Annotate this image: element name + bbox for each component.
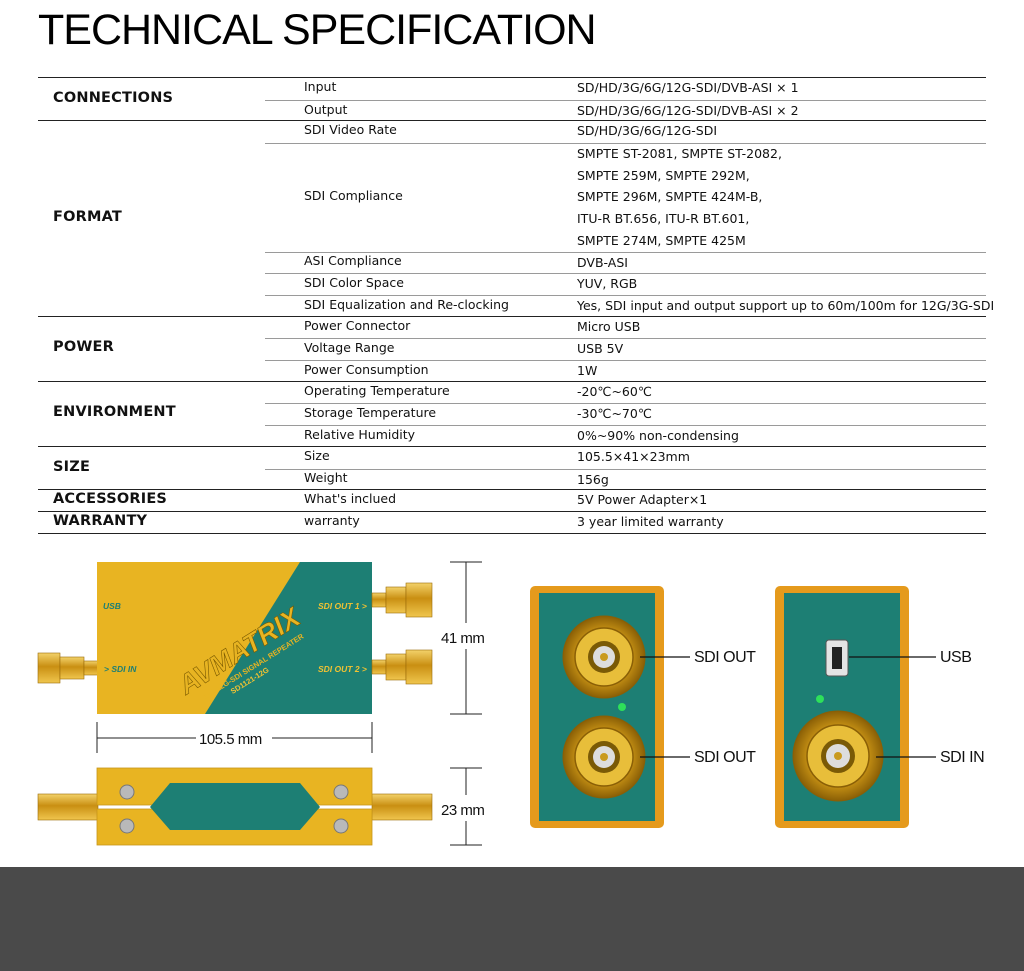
- spec-row-value: Micro USB: [577, 318, 641, 334]
- spec-row-name: Relative Humidity: [304, 427, 416, 443]
- device-label-sdi-out-1: SDI OUT 1 >: [318, 601, 367, 611]
- spec-section-label: ENVIRONMENT: [53, 404, 176, 421]
- spec-row-value: 105.5×41×23mm: [577, 448, 690, 464]
- spec-row-value: SMPTE 296M, SMPTE 424M-B,: [577, 189, 763, 205]
- spec-section-accessories: ACCESSORIES What's inclued 5V Power Adapte…: [38, 489, 986, 512]
- spec-section-label: POWER: [53, 339, 115, 356]
- spec-section-warranty: WARRANTY warranty 3 year limited warranty: [38, 511, 986, 534]
- spec-row-value: SD/HD/3G/6G/12G-SDI/DVB-ASI × 2: [577, 102, 799, 118]
- footer-bar: [0, 867, 1024, 971]
- spec-section-label: ACCESSORIES: [53, 491, 168, 508]
- dimension-depth: 23 mm: [441, 767, 485, 846]
- device-side-view: [37, 767, 433, 846]
- spec-row: What's inclued 5V Power Adapter×1: [265, 490, 986, 512]
- spec-row: Storage Temperature -30℃~70℃: [265, 403, 986, 426]
- dimension-length: 105.5 mm: [96, 722, 373, 753]
- dimension-height-label: 41 mm: [441, 630, 484, 647]
- spec-row: ASI Compliance DVB-ASI: [265, 251, 986, 275]
- page-title: TECHNICAL SPECIFICATION: [38, 6, 597, 54]
- spec-row: SDI Color Space YUV, RGB: [265, 273, 986, 296]
- spec-section-label: SIZE: [53, 458, 91, 475]
- spec-row-name: Operating Temperature: [304, 382, 450, 398]
- spec-row-name: Storage Temperature: [304, 405, 437, 421]
- device-label-usb: USB: [103, 601, 121, 611]
- spec-row-name: warranty: [304, 512, 360, 528]
- spec-row: Relative Humidity 0%~90% non-condensing: [265, 425, 986, 448]
- dimension-height: 41 mm: [441, 561, 485, 715]
- spec-row-name: Voltage Range: [304, 340, 395, 356]
- spec-section-label: CONNECTIONS: [53, 89, 174, 106]
- spec-row-value: ITU-R BT.656, ITU-R BT.601,: [577, 211, 750, 227]
- spec-row: SDI Compliance SMPTE ST-2081, SMPTE ST-20…: [265, 143, 986, 253]
- product-diagram-svg: USB > SDI IN SDI OUT 1 > SDI OUT 2 > AVM…: [37, 561, 985, 846]
- spec-row-value: Yes, SDI input and output support up to …: [577, 297, 995, 313]
- spec-section-label: FORMAT: [53, 209, 123, 226]
- device-teal-panel: [205, 562, 372, 714]
- spec-row-value: SMPTE ST-2081, SMPTE ST-2082,: [577, 146, 782, 162]
- spec-row: Operating Temperature -20℃~60℃: [265, 382, 986, 404]
- spec-row-value: YUV, RGB: [577, 276, 638, 292]
- spec-row: Output SD/HD/3G/6G/12G-SDI/DVB-ASI × 2: [265, 99, 986, 123]
- spec-row-name: Power Consumption: [304, 361, 429, 377]
- spec-row-value: USB 5V: [577, 341, 624, 357]
- dimension-length-label: 105.5 mm: [199, 731, 262, 748]
- spec-row-value: 0%~90% non-condensing: [577, 428, 739, 444]
- spec-row-value: SMPTE 259M, SMPTE 292M,: [577, 167, 750, 183]
- panel-front-outputs: [530, 586, 664, 828]
- spec-row-name: Input: [304, 78, 337, 94]
- spec-row-value: SD/HD/3G/6G/12G-SDI/DVB-ASI × 1: [577, 80, 799, 95]
- bnc-connector-output-1: [371, 582, 433, 618]
- bnc-connector-input: [37, 652, 99, 684]
- spec-row: Power Consumption 1W: [265, 360, 986, 383]
- spec-row-value: DVB-ASI: [577, 254, 628, 270]
- spec-row-value: -30℃~70℃: [577, 406, 652, 422]
- spec-row-name: SDI Equalization and Re-clocking: [304, 296, 509, 312]
- spec-row: warranty 3 year limited warranty: [265, 512, 986, 534]
- spec-row-name: SDI Compliance: [304, 188, 403, 204]
- panel-rear-inputs: [775, 586, 909, 828]
- spec-row-name: Weight: [304, 470, 348, 486]
- spec-row-value: 156g: [577, 471, 609, 487]
- spec-row: SDI Video Rate SD/HD/3G/6G/12G-SDI: [265, 121, 986, 143]
- spec-row-name: ASI Compliance: [304, 253, 402, 269]
- spec-row: Size 105.5×41×23mm: [265, 447, 986, 469]
- spec-row-name: SDI Video Rate: [304, 122, 397, 138]
- device-top-view: USB > SDI IN SDI OUT 1 > SDI OUT 2 > AVM…: [37, 562, 433, 714]
- spec-row-name: Output: [304, 101, 348, 117]
- spec-section-label: WARRANTY: [53, 512, 148, 529]
- spec-row-name: What's inclued: [304, 491, 397, 507]
- spec-row: SDI Equalization and Re-clocking Yes, SDI…: [265, 294, 994, 318]
- spec-row-value: 5V Power Adapter×1: [577, 492, 708, 508]
- spec-row-value: 1W: [577, 363, 598, 379]
- callout-sdi-out-a: SDI OUT: [694, 649, 756, 666]
- spec-row-name: Power Connector: [304, 317, 411, 333]
- spec-row-value: SMPTE 274M, SMPTE 425M: [577, 232, 746, 248]
- spec-row-value: SD/HD/3G/6G/12G-SDI: [577, 123, 718, 139]
- spec-row-value: 3 year limited warranty: [577, 514, 724, 529]
- spec-row-name: Size: [304, 447, 330, 463]
- spec-section-environment: ENVIRONMENT Operating Temperature -20℃~60℃…: [38, 380, 986, 448]
- bnc-connector-output-2: [371, 649, 433, 685]
- spec-table-bottom-rule: [38, 532, 986, 534]
- spec-row: Power Connector Micro USB: [265, 317, 986, 339]
- spec-section-power: POWER Power Connector Micro USB Voltage Ran…: [38, 315, 986, 383]
- device-label-sdi-out-2: SDI OUT 2 >: [318, 664, 367, 674]
- spec-row: Weight 156g: [265, 468, 986, 492]
- callout-sdi-out-b: SDI OUT: [694, 749, 756, 766]
- spec-row: Voltage Range USB 5V: [265, 338, 986, 361]
- device-label-sdi-in: > SDI IN: [104, 664, 137, 674]
- spec-row-value: -20℃~60℃: [577, 383, 652, 399]
- callout-usb: USB: [940, 649, 971, 666]
- callout-sdi-in: SDI IN: [940, 749, 984, 766]
- product-diagram: USB > SDI IN SDI OUT 1 > SDI OUT 2 > AVM…: [0, 545, 1024, 867]
- spec-row-name: SDI Color Space: [304, 275, 404, 291]
- spec-row: Input SD/HD/3G/6G/12G-SDI/DVB-ASI × 1: [265, 78, 986, 100]
- dimension-depth-label: 23 mm: [441, 802, 484, 819]
